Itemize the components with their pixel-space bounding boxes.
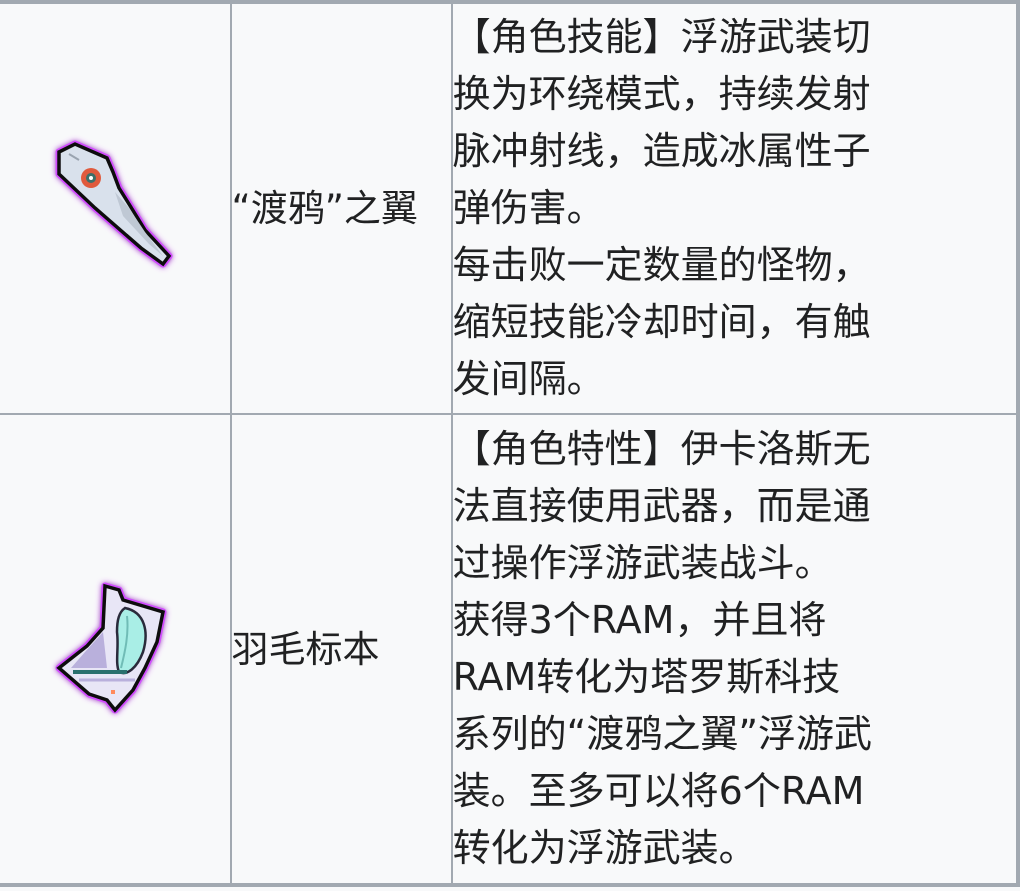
description-line: 装。至多可以将6个RAM <box>452 769 865 813</box>
item-description: 【角色技能】浮游武装切 换为环绕模式，持续发射 脉冲射线，造成冰属性子 弹伤害。… <box>450 1 1020 415</box>
description-line: 获得3个RAM，并且将 <box>452 598 827 642</box>
feather-specimen-icon[interactable] <box>45 572 185 722</box>
description-line: 转化为浮游武装。 <box>452 826 757 870</box>
icon-cell <box>0 1 232 415</box>
description-line: 弹伤害。 <box>452 186 605 230</box>
description-line: 缩短技能冷却时间，有触 <box>452 300 871 344</box>
description-line: 发间隔。 <box>452 357 605 401</box>
description-line: 【角色特性】伊卡洛斯无 <box>452 427 871 471</box>
item-name: 羽毛标本 <box>229 413 453 886</box>
description-line: 每击败一定数量的怪物， <box>452 243 871 287</box>
description-line: 系列的“渡鸦之翼”浮游武 <box>452 712 873 756</box>
description-line: 【角色技能】浮游武装切 <box>452 15 871 59</box>
item-description: 【角色特性】伊卡洛斯无 法直接使用武器，而是通 过操作浮游武装战斗。 获得3个R… <box>450 413 1020 886</box>
description-line: 换为环绕模式，持续发射 <box>452 72 871 116</box>
icon-cell <box>0 413 232 886</box>
table-row: 羽毛标本 【角色特性】伊卡洛斯无 法直接使用武器，而是通 过操作浮游武装战斗。 … <box>0 413 1020 886</box>
description-line: 过操作浮游武装战斗。 <box>452 541 833 585</box>
description-line: 法直接使用武器，而是通 <box>452 484 871 528</box>
description-line: 脉冲射线，造成冰属性子 <box>452 129 871 173</box>
description-line: RAM转化为塔罗斯科技 <box>452 655 841 699</box>
raven-wing-drone-icon[interactable] <box>45 132 185 282</box>
table-row: “渡鸦”之翼 【角色技能】浮游武装切 换为环绕模式，持续发射 脉冲射线，造成冰属… <box>0 1 1020 415</box>
item-name: “渡鸦”之翼 <box>229 1 453 415</box>
